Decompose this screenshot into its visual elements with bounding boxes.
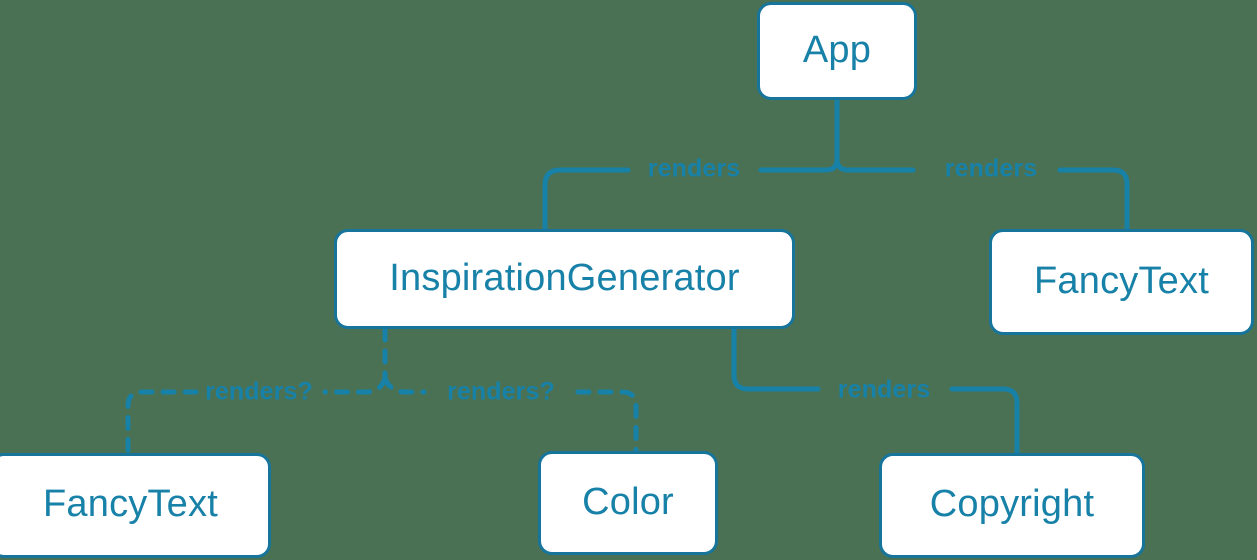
node-app-label: App [802,28,872,71]
edge-label-app-to-inspiration-generator: renders [647,154,741,183]
node-fancytext-right[interactable]: FancyText [989,229,1254,335]
edge-label-inspiration-generator-to-color: renders? [447,377,555,406]
node-inspiration-generator-label: InspirationGenerator [389,256,740,299]
edge-app-to-fancytext-right [1057,167,1130,232]
edge-inspgen-to-fancytext-right [322,375,388,395]
node-fancytext-right-label: FancyText [1034,259,1209,302]
node-copyright[interactable]: Copyright [879,453,1145,558]
node-fancytext-bottom-label: FancyText [43,483,218,525]
edge-label-app-to-fancytext: renders [944,154,1038,183]
node-fancytext-bottom[interactable]: FancyText [0,453,271,558]
node-color[interactable]: Color [538,451,718,555]
edge-inspgen-to-color-left [382,375,427,395]
edge-inspgen-to-copyright-left [731,326,821,392]
edge-app-to-inspgen-right [542,167,631,232]
edge-inspgen-to-copyright-right [949,386,1020,456]
edge-label-inspiration-generator-to-fancytext: renders? [205,377,313,406]
edge-label-inspiration-generator-to-copyright: renders [837,375,931,404]
node-copyright-label: Copyright [929,483,1095,525]
node-app[interactable]: App [757,2,917,100]
node-inspiration-generator[interactable]: InspirationGenerator [334,229,795,329]
node-color-label: Color [582,480,674,523]
edge-inspgen-to-fancytext-left [125,389,199,458]
edge-inspgen-to-color-right [575,389,639,455]
